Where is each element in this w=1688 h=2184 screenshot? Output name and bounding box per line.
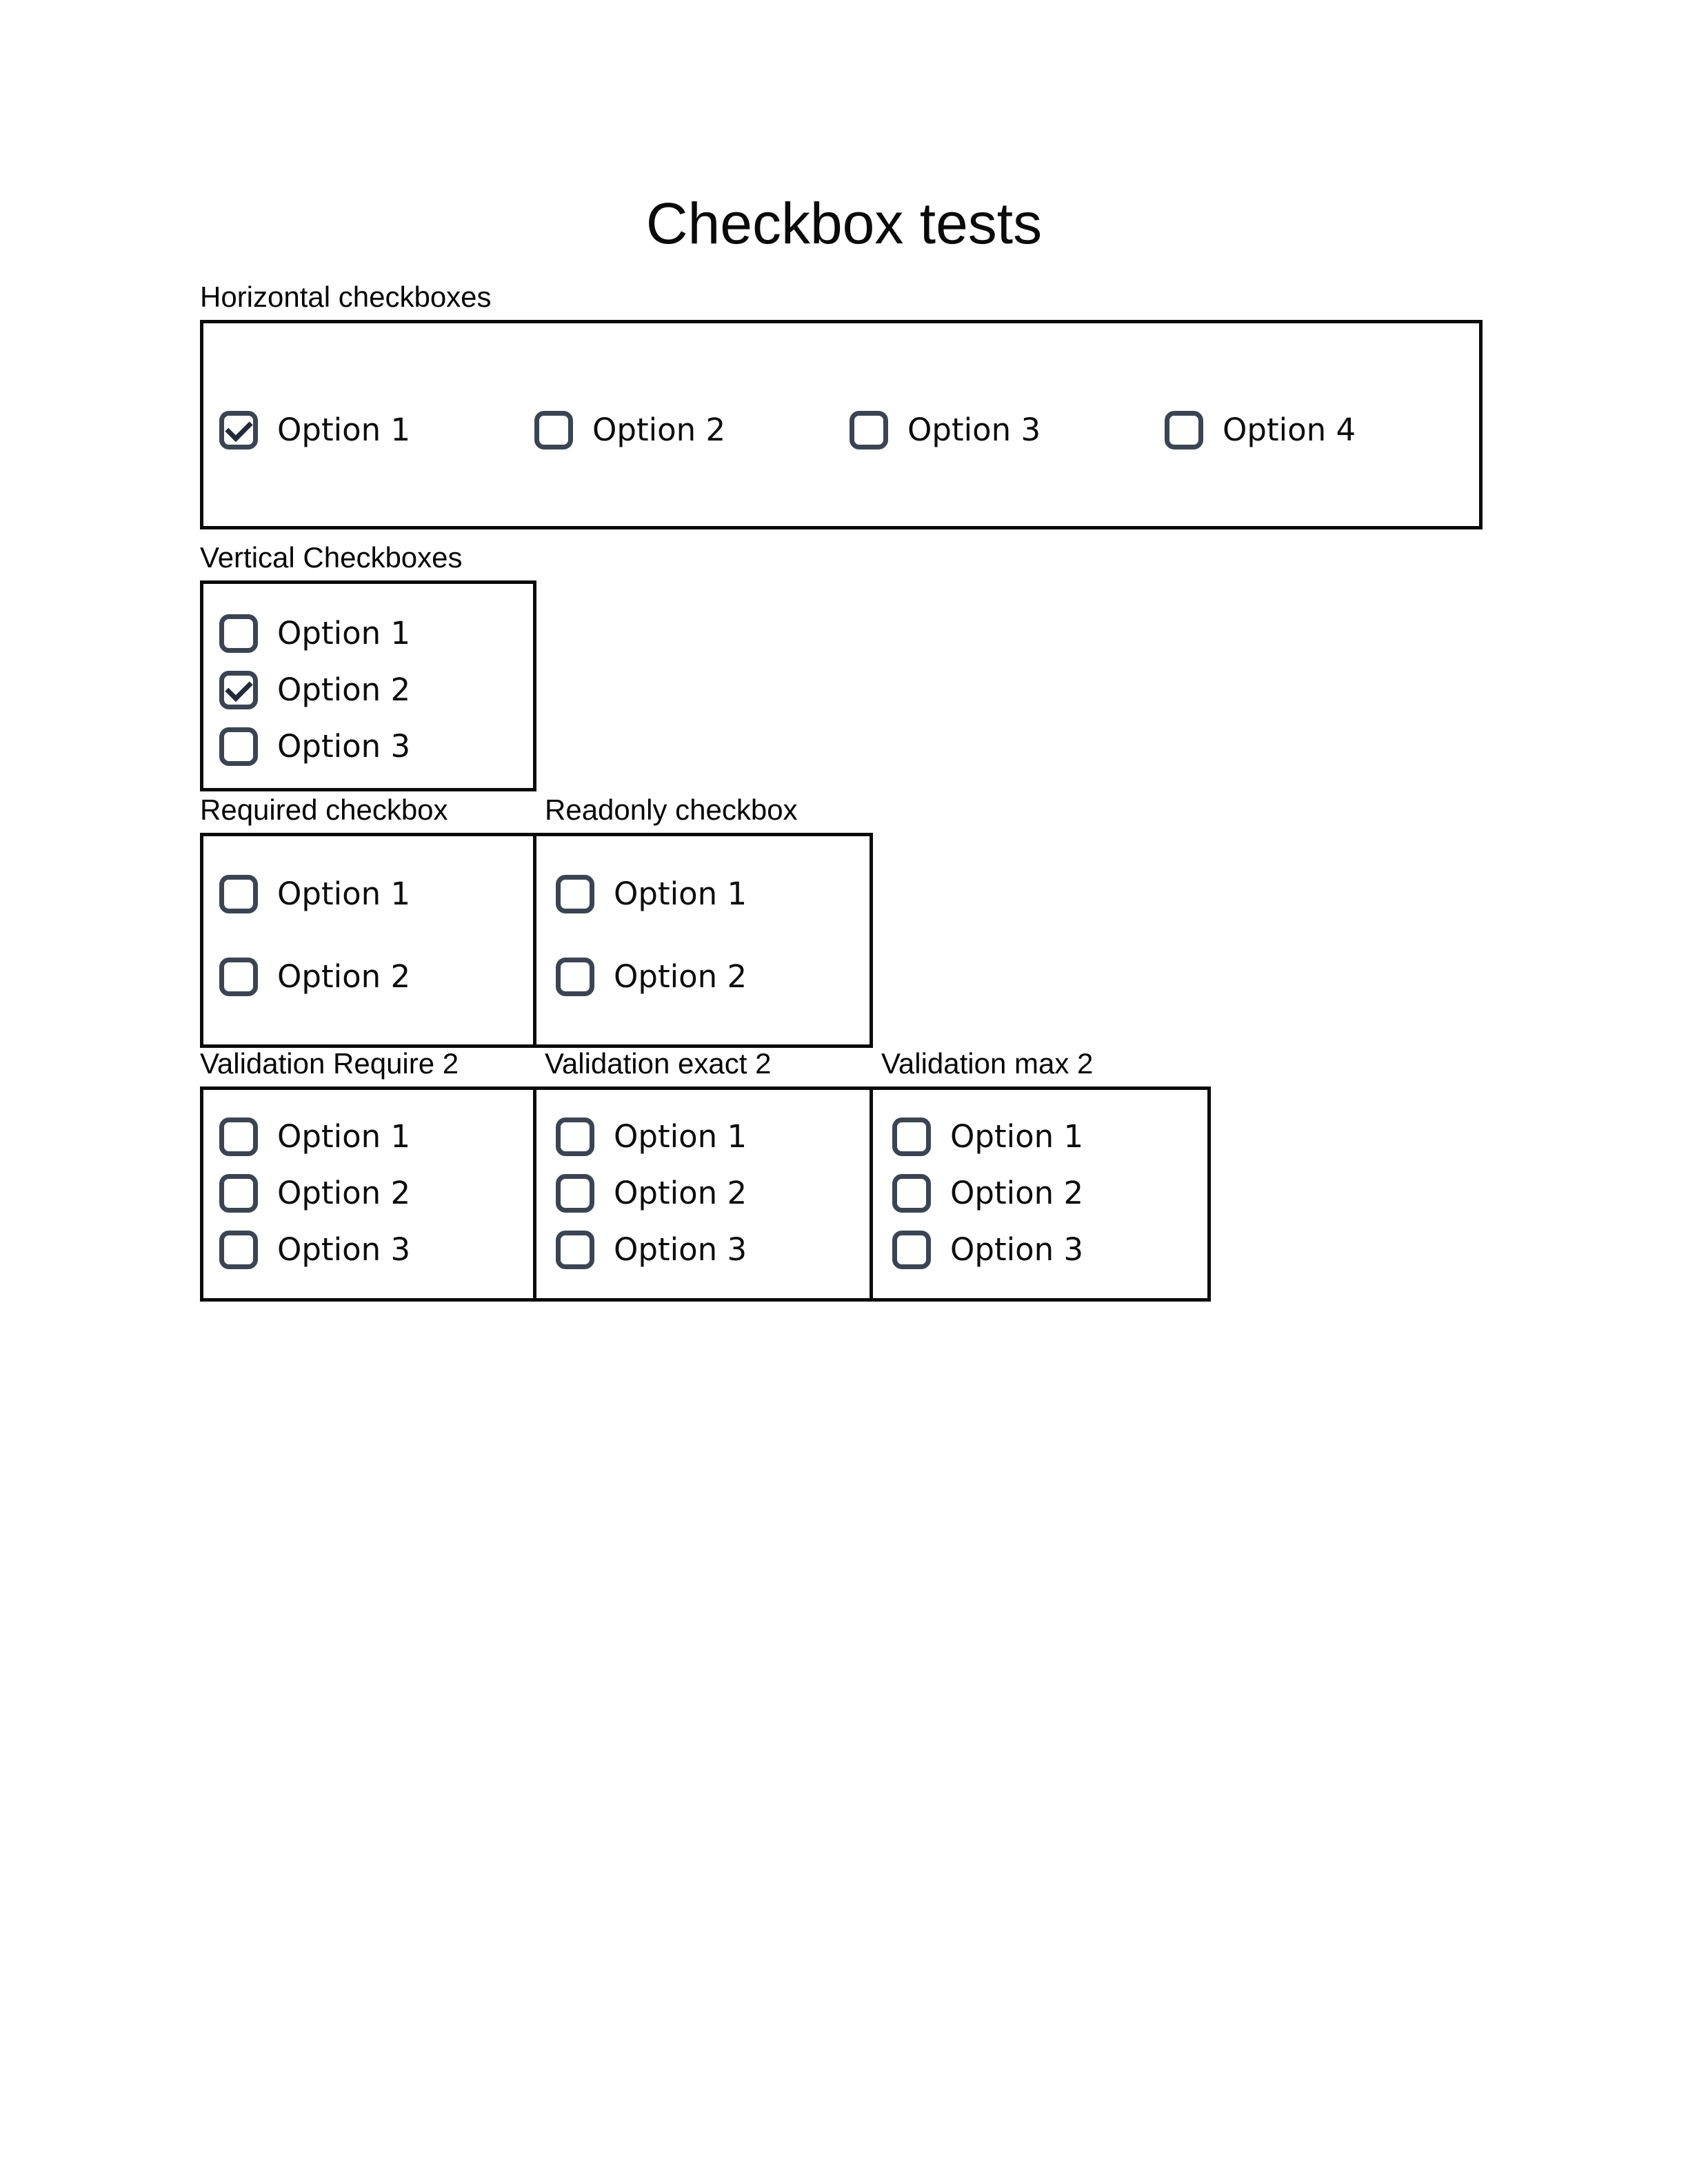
horizontal-checkboxes-panel: Option 1 Option 2 Option 3 Option 4 (200, 320, 1483, 529)
checkbox-option[interactable]: Option 1 (219, 1118, 533, 1156)
checkbox[interactable] (219, 411, 258, 449)
validation-require-2-panel: Option 1 Option 2 Option 3 (200, 1086, 536, 1302)
checkbox-option[interactable]: Option 1 (556, 875, 870, 913)
checkbox-option[interactable]: Option 2 (219, 1174, 533, 1213)
checkbox-option[interactable]: Option 1 (219, 614, 533, 653)
checkbox-option[interactable]: Option 2 (556, 958, 870, 996)
validation-exact-2-panel: Option 1 Option 2 Option 3 (536, 1086, 873, 1302)
checkbox[interactable] (850, 411, 888, 449)
checkbox-option[interactable]: Option 3 (556, 1231, 870, 1269)
checkbox-option-label[interactable]: Option 1 (277, 876, 411, 912)
page-title: Checkbox tests (645, 191, 1043, 256)
section-label-vertical-checkboxes: Vertical Checkboxes (200, 541, 463, 574)
checkbox-option-label[interactable]: Option 2 (614, 1175, 747, 1211)
checkbox[interactable] (556, 875, 594, 913)
checkbox[interactable] (556, 958, 594, 996)
checkbox[interactable] (219, 1231, 258, 1269)
checkbox-option-label[interactable]: Option 1 (614, 1118, 747, 1155)
checkbox-option[interactable]: Option 4 (1165, 411, 1480, 449)
checkbox-option-label[interactable]: Option 2 (277, 671, 411, 708)
checkbox-option[interactable]: Option 3 (219, 1231, 533, 1269)
checkbox[interactable] (219, 875, 258, 913)
vertical-checkboxes-panel: Option 1 Option 2 Option 3 (200, 580, 536, 791)
checkbox-option-label[interactable]: Option 3 (277, 728, 411, 765)
section-label-validation-max-2: Validation max 2 (881, 1047, 1094, 1080)
checkbox[interactable] (1165, 411, 1203, 449)
checkbox[interactable] (892, 1118, 931, 1156)
checkbox-option-label[interactable]: Option 2 (614, 958, 747, 995)
checkbox-option-label[interactable]: Option 1 (277, 412, 411, 448)
checkbox[interactable] (219, 958, 258, 996)
checkbox-option[interactable]: Option 2 (892, 1174, 1207, 1213)
checkbox[interactable] (556, 1174, 594, 1213)
checkbox-option[interactable]: Option 1 (892, 1118, 1207, 1156)
checkbox-option[interactable]: Option 2 (219, 958, 533, 996)
checkbox[interactable] (219, 671, 258, 709)
required-checkbox-panel: Option 1 Option 2 (200, 833, 536, 1048)
checkbox[interactable] (219, 1118, 258, 1156)
checkbox-option-label[interactable]: Option 3 (614, 1231, 747, 1268)
checkbox-option-label[interactable]: Option 2 (277, 1175, 411, 1211)
checkbox-option-label[interactable]: Option 2 (277, 958, 411, 995)
checkbox[interactable] (219, 1174, 258, 1213)
readonly-checkbox-panel: Option 1 Option 2 (536, 833, 873, 1048)
checkbox-option[interactable]: Option 3 (219, 727, 533, 766)
checkbox[interactable] (892, 1174, 931, 1213)
checkbox-option[interactable]: Option 2 (534, 411, 850, 449)
checkbox-option[interactable]: Option 3 (850, 411, 1165, 449)
section-label-horizontal-checkboxes: Horizontal checkboxes (200, 281, 492, 313)
checkbox[interactable] (556, 1118, 594, 1156)
checkbox-option-label[interactable]: Option 1 (614, 876, 747, 912)
section-label-validation-exact-2: Validation exact 2 (545, 1047, 772, 1080)
section-label-readonly-checkbox: Readonly checkbox (545, 793, 798, 826)
checkbox[interactable] (892, 1231, 931, 1269)
section-label-validation-require-2: Validation Require 2 (200, 1047, 459, 1080)
checkbox[interactable] (219, 614, 258, 653)
checkbox-option-label[interactable]: Option 2 (592, 412, 726, 448)
checkbox-option[interactable]: Option 1 (219, 875, 533, 913)
checkbox-option-label[interactable]: Option 1 (277, 1118, 411, 1155)
checkbox-option-label[interactable]: Option 1 (950, 1118, 1084, 1155)
checkbox[interactable] (219, 727, 258, 766)
checkbox-option-label[interactable]: Option 1 (277, 615, 411, 651)
checkbox-option-label[interactable]: Option 2 (950, 1175, 1084, 1211)
checkbox-option[interactable]: Option 2 (556, 1174, 870, 1213)
checkbox[interactable] (534, 411, 573, 449)
checkbox-option-label[interactable]: Option 3 (907, 412, 1041, 448)
checkbox-option-label[interactable]: Option 4 (1223, 412, 1356, 448)
checkbox-option[interactable]: Option 1 (219, 411, 534, 449)
checkbox-option-label[interactable]: Option 3 (950, 1231, 1084, 1268)
checkbox[interactable] (556, 1231, 594, 1269)
section-label-required-checkbox: Required checkbox (200, 793, 448, 826)
checkbox-option[interactable]: Option 2 (219, 671, 533, 709)
checkbox-option-label[interactable]: Option 3 (277, 1231, 411, 1268)
validation-max-2-panel: Option 1 Option 2 Option 3 (873, 1086, 1211, 1302)
checkbox-option[interactable]: Option 3 (892, 1231, 1207, 1269)
checkbox-option[interactable]: Option 1 (556, 1118, 870, 1156)
